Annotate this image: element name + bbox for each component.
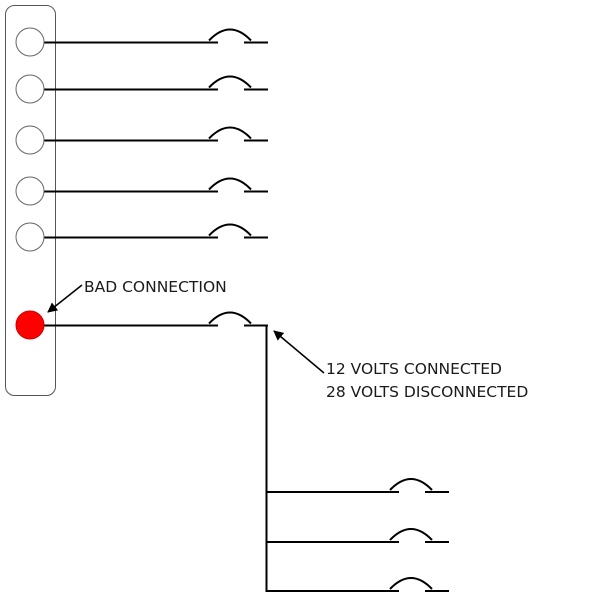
branch-row — [266, 478, 449, 493]
connection-row — [15, 27, 268, 57]
voltage-arrow — [273, 330, 325, 374]
breaker-arc-icon — [208, 28, 252, 42]
breaker-arc-icon — [208, 75, 252, 89]
connection-pin — [15, 125, 45, 155]
connection-pin — [15, 27, 45, 57]
bad-connection-label: BAD CONNECTION — [84, 278, 227, 296]
connector-panel — [5, 5, 56, 396]
breaker-arc-icon — [389, 478, 433, 491]
breaker-arc-icon — [389, 528, 433, 541]
connection-row — [15, 222, 268, 252]
connection-row — [15, 310, 268, 340]
connection-row — [15, 74, 268, 104]
branch-row — [266, 577, 449, 592]
breaker-arc-icon — [208, 311, 252, 325]
branch-circuits — [266, 478, 449, 592]
connection-pin — [15, 176, 45, 206]
connection-row — [15, 125, 268, 155]
connection-pin — [15, 222, 45, 252]
breaker-arc-icon — [208, 126, 252, 140]
connection-rows — [15, 27, 268, 340]
voltage-label-line1: 12 VOLTS CONNECTED — [326, 360, 502, 378]
connection-row — [15, 176, 268, 206]
connection-pin — [15, 74, 45, 104]
voltage-label-line2: 28 VOLTS DISCONNECTED — [326, 383, 528, 401]
bad-connection-pin — [15, 310, 45, 340]
branch-row — [266, 528, 449, 543]
breaker-arc-icon — [208, 177, 252, 191]
breaker-arc-icon — [389, 577, 433, 590]
bad-connection-arrow — [47, 284, 83, 313]
breaker-arc-icon — [208, 223, 252, 237]
